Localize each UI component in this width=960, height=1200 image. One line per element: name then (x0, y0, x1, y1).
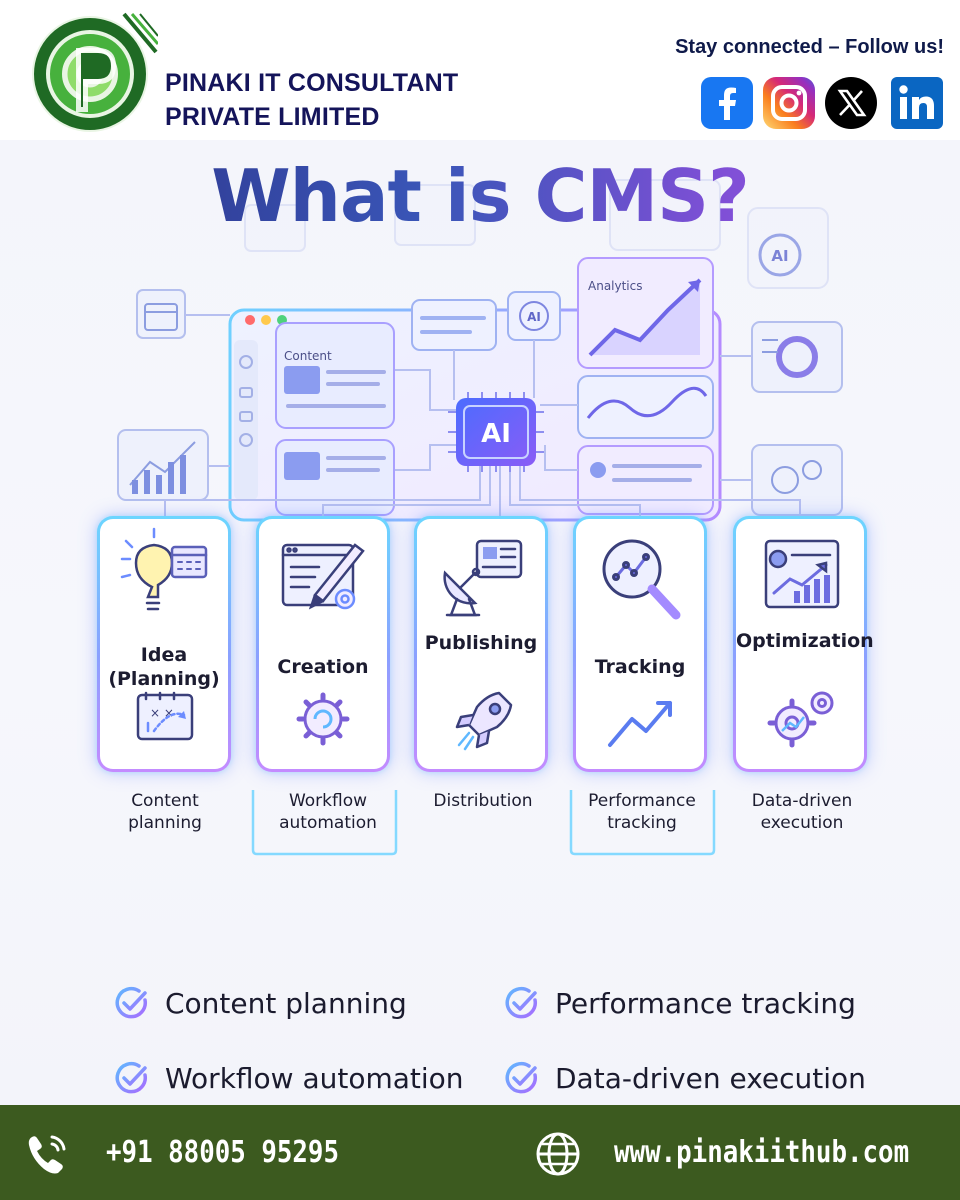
lightbulb-calendar-icon (120, 527, 208, 611)
content-panel-label: Content (284, 349, 332, 363)
cms-illustration: AI Content (117, 179, 843, 856)
step-label-optimization: Optimization (736, 630, 874, 652)
step-caption-idea-line1: Content (131, 791, 199, 811)
step-caption-creation: Workflow automation (248, 790, 408, 834)
step-card-optimization: Optimization (733, 516, 874, 772)
svg-text:× ×: × × (150, 706, 174, 720)
company-name-line2: PRIVATE LIMITED (165, 103, 380, 131)
step-caption-idea: Content planning (85, 790, 245, 834)
company-logo (28, 8, 160, 138)
phone-number[interactable]: +91 88005 95295 (106, 1135, 340, 1170)
company-name: PINAKI IT CONSULTANT PRIVATE LIMITED (165, 66, 458, 134)
step-label-creation: Creation (277, 656, 369, 678)
analytics-panel-label: Analytics (588, 279, 643, 293)
check-circle-icon (505, 986, 537, 1019)
checklist-text: Data-driven execution (555, 1061, 866, 1095)
linkedin-link[interactable] (890, 76, 944, 130)
step-caption-publishing: Distribution (403, 790, 563, 812)
header: PINAKI IT CONSULTANT PRIVATE LIMITED Sta… (0, 0, 960, 140)
check-circle-icon (505, 1061, 537, 1094)
step-label-idea-line1: Idea (140, 644, 188, 666)
phone-icon[interactable] (24, 1129, 72, 1177)
linkedin-icon (891, 77, 943, 129)
trend-arrow-icon (608, 701, 672, 747)
x-link[interactable] (824, 76, 878, 130)
x-icon (825, 77, 877, 129)
check-circle-icon (115, 986, 147, 1019)
rocket-icon (455, 691, 513, 751)
step-caption-idea-line2: planning (128, 813, 202, 833)
dashboard-chart-icon (764, 539, 840, 609)
step-caption-tracking-line1: Performance (588, 791, 696, 811)
strategy-board-icon: × × (136, 691, 194, 741)
step-caption-tracking: Performance tracking (562, 790, 722, 834)
ai-badge-text: AI (771, 247, 788, 265)
checklist-item: Data-driven execution (503, 1058, 866, 1098)
footer-contact-bar: +91 88005 95295 www.pinakiithub.com (0, 1105, 960, 1200)
ai-chip-text: AI (481, 419, 511, 449)
editor-pencil-icon (281, 543, 365, 610)
satellite-news-icon (443, 539, 523, 617)
gears-icon (767, 691, 834, 748)
step-caption-creation-line2: automation (279, 813, 377, 833)
facebook-link[interactable] (700, 76, 754, 130)
checklist-item: Workflow automation (113, 1058, 464, 1098)
step-label-idea-line2: (Planning) (108, 668, 220, 690)
checklist-item: Content planning (113, 983, 407, 1023)
gear-refresh-icon (296, 692, 350, 746)
step-label-idea: Idea (Planning) (100, 643, 228, 691)
checklist-text: Workflow automation (165, 1061, 464, 1095)
step-label-publishing: Publishing (424, 632, 538, 654)
checklist-item: Performance tracking (503, 983, 856, 1023)
step-caption-publishing-line1: Distribution (433, 791, 533, 811)
checklist-text: Content planning (165, 986, 407, 1020)
step-card-publishing: Publishing (414, 516, 548, 772)
follow-us-text: Stay connected – Follow us! (675, 36, 944, 58)
globe-icon (536, 1132, 580, 1176)
company-name-line1: PINAKI IT CONSULTANT (165, 69, 459, 97)
checklist-text: Performance tracking (555, 986, 856, 1020)
check-circle-icon (115, 1061, 147, 1094)
step-caption-optimization-line2: execution (760, 813, 844, 833)
website-link[interactable]: www.pinakiithub.com (614, 1135, 910, 1170)
step-caption-creation-line1: Workflow (288, 791, 368, 811)
instagram-icon (763, 77, 815, 129)
facebook-icon (701, 77, 753, 129)
instagram-link[interactable] (762, 76, 816, 130)
step-card-tracking: Tracking (573, 516, 707, 772)
step-caption-optimization-line1: Data-driven (751, 791, 853, 811)
step-caption-tracking-line2: tracking (607, 813, 677, 833)
step-label-tracking: Tracking (594, 656, 686, 678)
magnifier-chart-icon (602, 539, 681, 620)
page-title: What is CMS? (0, 154, 960, 238)
ai-panel-badge-text: AI (527, 310, 541, 324)
step-card-idea: × × Idea (Planning) (97, 516, 231, 772)
hero-section: AI Content (0, 140, 960, 1105)
step-caption-optimization: Data-driven execution (722, 790, 882, 834)
step-card-creation: Creation (256, 516, 390, 772)
